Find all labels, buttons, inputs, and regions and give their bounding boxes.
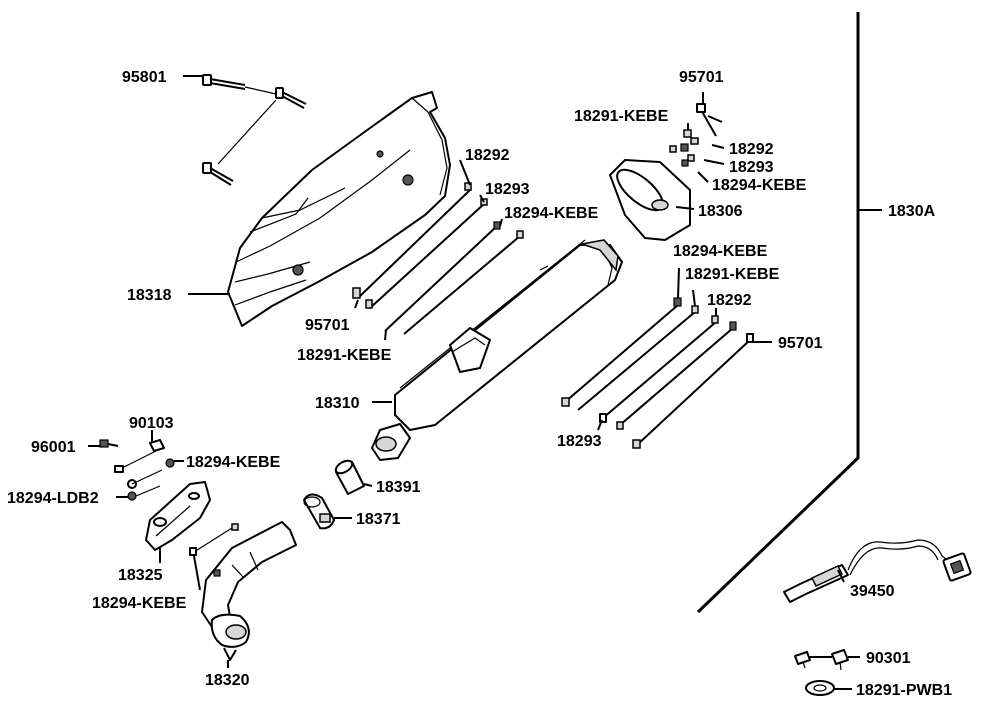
label-18294-kebe-b: 18294-KEBE (712, 177, 807, 194)
clamps-right-group (561, 297, 754, 449)
label-90301: 90301 (866, 650, 911, 667)
assembly-bracket-1830A (696, 12, 860, 614)
label-18293-a: 18293 (485, 181, 530, 198)
label-18294-kebe-a: 18294-KEBE (504, 205, 599, 222)
clamp-18371-part (303, 493, 335, 530)
label-18294-ldb2: 18294-LDB2 (7, 490, 99, 507)
label-18292-a: 18292 (465, 147, 510, 164)
label-18325: 18325 (118, 567, 163, 584)
gasket-18391-part (334, 459, 365, 495)
label-39450: 39450 (850, 583, 895, 600)
label-95801: 95801 (122, 69, 167, 86)
part-labels: 95801 18318 18292 18293 18294-KEBE 95701… (7, 69, 952, 699)
heat-shield-18318-part (227, 91, 451, 327)
clamps-left-group (352, 182, 524, 335)
oxygen-sensor-39450-part (783, 539, 972, 603)
label-18293-c: 18293 (557, 433, 602, 450)
bolt-95801-part (202, 74, 307, 186)
label-18293-b: 18293 (729, 159, 774, 176)
label-18294-kebe-d: 18294-KEBE (186, 454, 281, 471)
label-18310: 18310 (315, 395, 360, 412)
label-18292-c: 18292 (707, 292, 752, 309)
label-18318: 18318 (127, 287, 172, 304)
label-18291-kebe-a: 18291-KEBE (297, 347, 392, 364)
label-18320: 18320 (205, 672, 250, 689)
label-95701-b: 95701 (679, 69, 724, 86)
label-18371: 18371 (356, 511, 401, 528)
label-18294-kebe-e: 18294-KEBE (92, 595, 187, 612)
label-90103: 90103 (129, 415, 174, 432)
label-95701-c: 95701 (778, 335, 823, 352)
label-18292-b: 18292 (729, 141, 774, 158)
screws-90301-part (794, 649, 849, 671)
washer-18291-pwb1-part (805, 680, 835, 696)
bracket-18325-part (99, 439, 211, 551)
small-parts-top-right (669, 103, 723, 167)
label-18291-kebe-b: 18291-KEBE (574, 108, 669, 125)
label-18294-kebe-c: 18294-KEBE (673, 243, 768, 260)
label-18291-kebe-c: 18291-KEBE (685, 266, 780, 283)
end-cap-18306-part (609, 159, 691, 241)
leader-lines (88, 75, 860, 690)
muffler-18310-part (371, 239, 623, 461)
label-96001: 96001 (31, 439, 76, 456)
exhaust-pipe-18320-part (189, 521, 297, 661)
label-18291-pwb1: 18291-PWB1 (856, 682, 952, 699)
label-1830A: 1830A (888, 203, 936, 220)
label-18391: 18391 (376, 479, 421, 496)
label-18306: 18306 (698, 203, 743, 220)
label-95701-a: 95701 (305, 317, 350, 334)
